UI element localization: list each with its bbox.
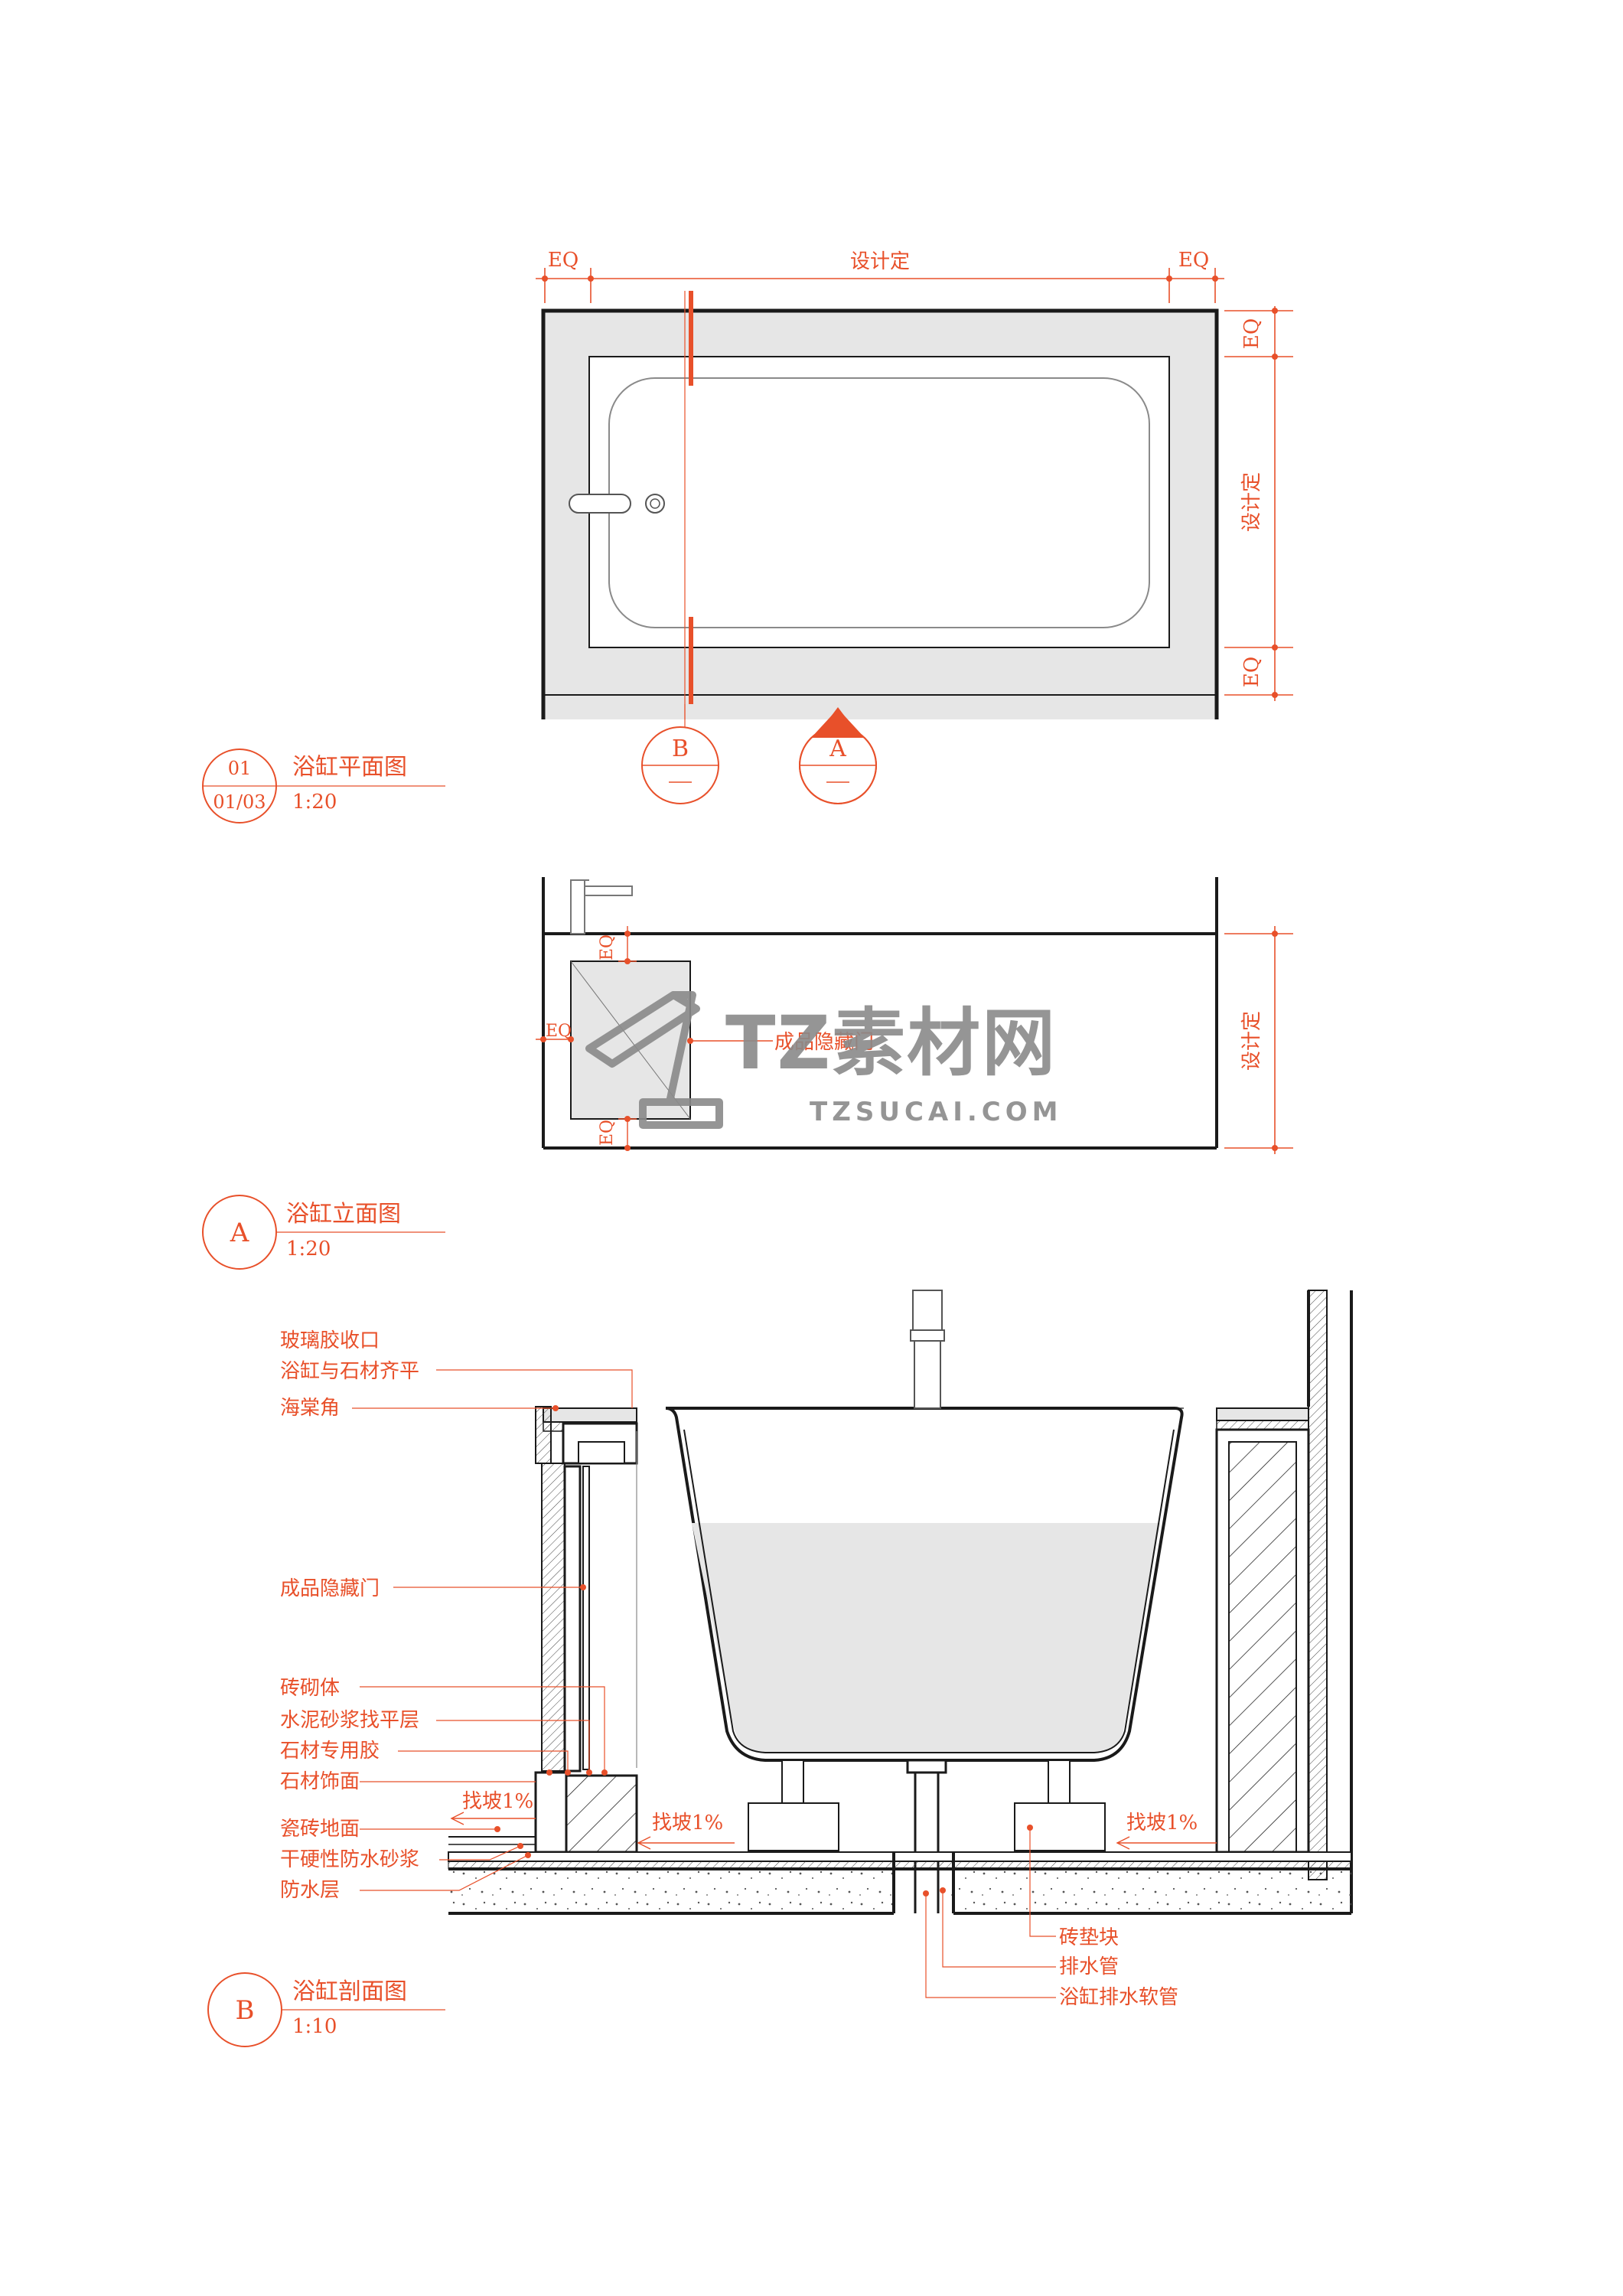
section-view: 玻璃胶收口 浴缸与石材齐平 海棠角 成品隐藏门 砖砌体 水泥砂浆找平层 石材专用… — [207, 1290, 1353, 2047]
slope-right-label: 找坡1% — [1126, 1812, 1198, 1835]
section-title: 浴缸剖面图 — [292, 1978, 407, 2005]
plan-dim-right-bottom: EQ — [1240, 657, 1263, 687]
label-miter-corner: 海棠角 — [280, 1397, 340, 1420]
label-drain-pipe: 排水管 — [1059, 1955, 1119, 1978]
elevation-title-mark: A — [230, 1218, 249, 1248]
section-faucet — [910, 1290, 945, 1409]
plan-right-dimension — [1224, 306, 1293, 701]
svg-text:A: A — [829, 735, 846, 762]
plan-title-ref: 01/03 — [213, 791, 266, 813]
section-title-mark: B — [236, 1995, 255, 2026]
plan-view: EQ 设计定 EQ EQ 设计定 EQ — [202, 249, 1293, 823]
slope-right — [1116, 1836, 1217, 1850]
plan-drain — [645, 494, 665, 514]
section-supports — [748, 1760, 1106, 1851]
plan-dim-right-top: EQ — [1240, 318, 1263, 349]
watermark-logo-mark — [585, 991, 723, 1129]
label-waterproof-layer: 防水层 — [280, 1879, 340, 1902]
label-brick-pad: 砖垫块 — [1059, 1926, 1119, 1949]
elevation-dim-eq-left: EQ — [546, 1022, 572, 1041]
label-flush-stone: 浴缸与石材齐平 — [280, 1360, 419, 1383]
label-brick: 砖砌体 — [280, 1677, 340, 1700]
plan-dim-top-right: EQ — [1178, 249, 1209, 272]
elevation-scale: 1:20 — [286, 1238, 331, 1261]
plan-scale: 1:20 — [292, 791, 337, 814]
plan-title-block: 01 01/03 浴缸平面图 1:20 — [202, 748, 445, 823]
elevation-dim-eq-bottom: EQ — [598, 1120, 617, 1146]
section-marker-a: A — [799, 707, 877, 804]
section-drain-pipe — [906, 1759, 947, 1913]
label-hidden-door: 成品隐藏门 — [280, 1577, 380, 1600]
elevation-title-block: A 浴缸立面图 1:20 — [202, 1195, 445, 1270]
plan-title: 浴缸平面图 — [292, 754, 407, 781]
slope-mid — [637, 1836, 735, 1850]
plan-title-number: 01 — [228, 758, 252, 779]
elevation-label-hidden-door: 成品隐藏门 — [774, 1031, 874, 1054]
section-scale: 1:10 — [292, 2015, 337, 2038]
elevation-dim-right: 设计定 — [1240, 1011, 1263, 1071]
slope-left — [450, 1812, 536, 1825]
watermark-logo: TZ素材网 — [725, 1000, 1057, 1086]
elevation-faucet — [570, 879, 633, 934]
svg-text:B: B — [672, 735, 689, 762]
label-mortar-bed: 水泥砂浆找平层 — [280, 1709, 419, 1732]
plan-top-dimension — [536, 268, 1224, 303]
label-drain-hose: 浴缸排水软管 — [1059, 1986, 1178, 2009]
watermark-url: TZSUCAI.COM — [810, 1097, 1062, 1127]
plan-faucet — [569, 494, 631, 514]
elevation-dim-eq-top: EQ — [598, 934, 617, 960]
label-glass-glue: 玻璃胶收口 — [280, 1329, 380, 1352]
label-stone-adhesive: 石材专用胶 — [280, 1740, 380, 1763]
label-waterproof-mortar: 干硬性防水砂浆 — [280, 1848, 419, 1871]
plan-dim-top-mid: 设计定 — [850, 250, 910, 273]
plan-tub-basin — [608, 377, 1150, 628]
label-tile-floor: 瓷砖地面 — [280, 1818, 360, 1841]
label-stone-finish: 石材饰面 — [280, 1770, 360, 1793]
elevation-title: 浴缸立面图 — [286, 1201, 401, 1228]
section-title-block: B 浴缸剖面图 1:10 — [207, 1972, 445, 2047]
slope-mid-label: 找坡1% — [652, 1812, 723, 1835]
elevation-view: EQ EQ EQ 成品隐藏门 设计定 A 浴缸立面图 1:20 — [202, 877, 1293, 1270]
section-marker-b: B — [641, 726, 719, 804]
watermark: TZ素材网 TZSUCAI.COM — [585, 991, 1062, 1129]
slope-left-label: 找坡1% — [462, 1790, 533, 1813]
section-tub-water — [692, 1523, 1160, 1753]
section-left-labels: 玻璃胶收口 浴缸与石材齐平 海棠角 成品隐藏门 砖砌体 水泥砂浆找平层 石材专用… — [280, 1329, 419, 1902]
plan-dim-right-mid: 设计定 — [1240, 472, 1263, 532]
plan-dim-top-left: EQ — [548, 249, 578, 272]
